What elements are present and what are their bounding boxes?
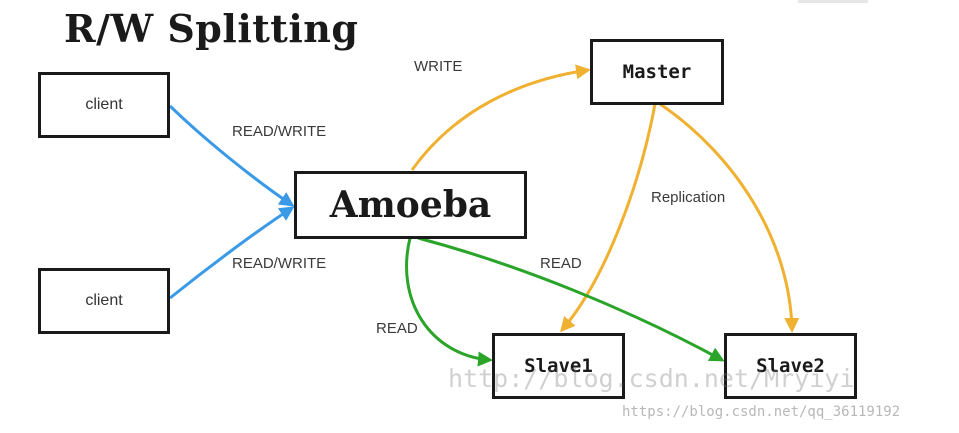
client-node-2-label: client [85,292,123,309]
slave2-node-label: Slave2 [756,355,825,377]
edge-amoeba-slave2 [417,236,725,362]
watermark-corner-url: https://blog.csdn.net/qq_36119192 [622,404,901,420]
amoeba-node-label: Amoeba [329,184,492,226]
edge-label-read-slave2: READ [540,255,582,272]
slave1-node: Slave1 [492,333,625,399]
edge-amoeba-slave1 [405,237,493,367]
edge-label-client2: READ/WRITE [232,255,327,272]
edge-client2-amoeba [169,206,295,300]
edge-label-read-slave1: READ [376,320,418,337]
master-node: Master [590,39,724,105]
edge-master-slave2 [659,102,800,333]
master-node-label: Master [622,61,692,83]
edge-master-slave1 [560,103,657,333]
slave1-node-label: Slave1 [524,355,593,377]
amoeba-node: Amoeba [294,171,527,239]
watermark-blog-url: http://blog.csdn.net/Mryiyi [448,364,855,393]
edge-label-client1: READ/WRITE [232,123,327,140]
edge-amoeba-master [410,64,591,171]
edge-label-replication: Replication [651,189,726,206]
diagram-title: R/W Splitting [64,6,359,51]
top-edge-bar [798,0,868,3]
edge-client1-amoeba [168,104,295,207]
edge-label-write: WRITE [414,58,463,75]
client-node-1: client [38,72,170,138]
client-node-1-label: client [85,96,123,113]
client-node-2: client [38,268,170,334]
slave2-node: Slave2 [724,333,857,399]
